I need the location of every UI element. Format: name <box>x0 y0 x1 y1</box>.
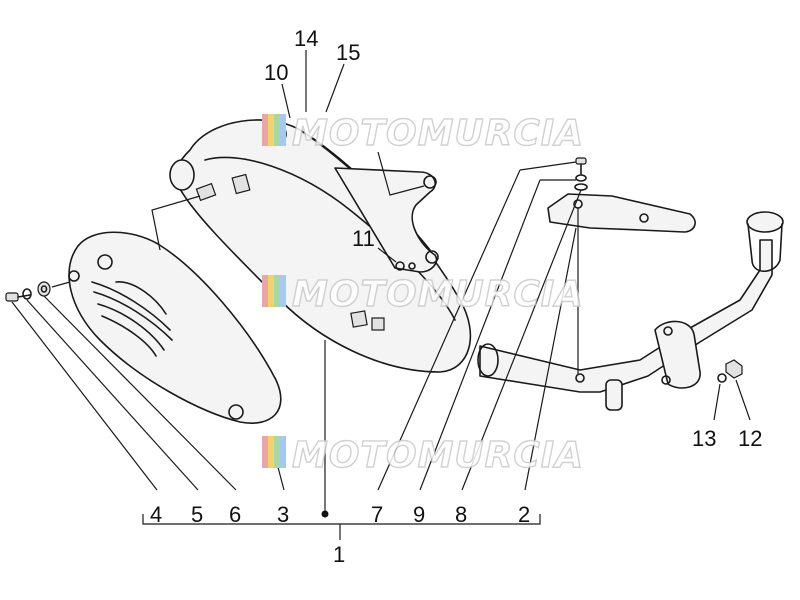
callout-8: 8 <box>455 502 467 527</box>
mounting-bracket <box>334 167 439 273</box>
watermark-text: MOTOMURCIA <box>292 435 584 476</box>
callout-12: 12 <box>738 426 762 451</box>
assembly-dot <box>321 510 329 518</box>
watermark-2: MOTOMURCIA <box>262 273 584 316</box>
callout-4: 4 <box>150 502 162 527</box>
callout-2: 2 <box>518 502 530 527</box>
callout-3: 3 <box>277 502 289 527</box>
watermark-1: MOTOMURCIA <box>262 112 584 155</box>
pipe-bracket-plate <box>547 193 696 375</box>
callout-15: 15 <box>336 40 360 65</box>
watermark-text: MOTOMURCIA <box>292 113 584 154</box>
callout-13: 13 <box>692 426 716 451</box>
muffler-body <box>169 119 472 373</box>
callout-labels: 10 14 15 11 13 12 4 5 6 3 7 9 8 2 1 <box>150 26 762 567</box>
callout-7: 7 <box>371 502 383 527</box>
callout-1: 1 <box>333 542 345 567</box>
nut-washer-right <box>717 359 743 383</box>
screw-washer-set <box>5 281 71 302</box>
callout-11: 11 <box>352 226 375 251</box>
callout-14: 14 <box>294 26 318 51</box>
watermark-3: MOTOMURCIA <box>262 434 584 477</box>
callout-6: 6 <box>229 502 241 527</box>
callout-10: 10 <box>264 60 288 85</box>
watermark-text: MOTOMURCIA <box>292 274 584 315</box>
heat-shield-cover <box>68 231 282 424</box>
exhaust-pipe <box>477 211 784 411</box>
callout-9: 9 <box>413 502 425 527</box>
bolt-stack-top <box>574 157 588 191</box>
callout-5: 5 <box>191 502 203 527</box>
leader-lines <box>11 50 751 540</box>
